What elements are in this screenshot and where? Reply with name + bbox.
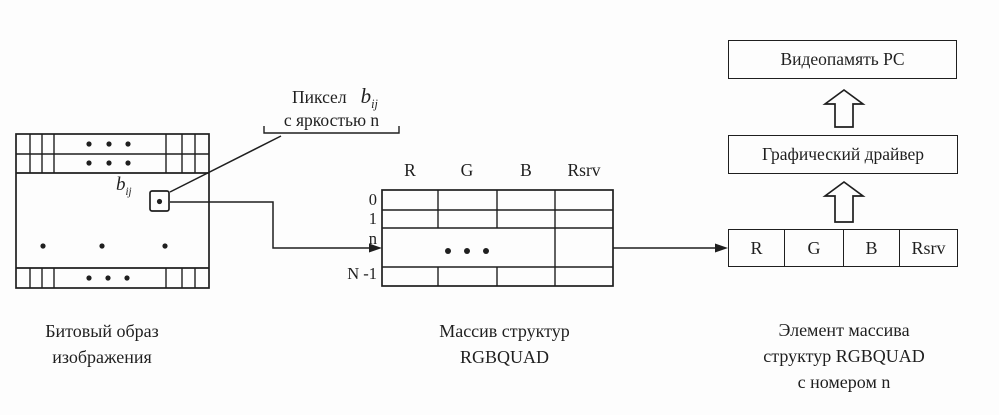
bitmap-ellipsis-dots bbox=[40, 141, 168, 281]
bitmap-caption: Битовый образ изображения bbox=[27, 318, 177, 370]
pixel-callout-prefix: Пиксел bbox=[292, 87, 347, 107]
graphics-driver-box: Графический драйвер bbox=[728, 135, 958, 174]
pixel-callout-line2: с яркостью n bbox=[283, 110, 380, 130]
up-block-arrow-2 bbox=[822, 180, 866, 223]
rgbquad-table-caption: Массив структур RGBQUAD bbox=[417, 318, 592, 370]
rgbquad-element-row: R G B Rsrv bbox=[728, 229, 958, 267]
callout-pointer-line bbox=[169, 135, 282, 193]
element-cell-b: B bbox=[844, 230, 900, 266]
video-memory-label: Видеопамять PC bbox=[780, 49, 905, 69]
pixel-cell bbox=[149, 190, 170, 212]
table-row-label-0: 0 bbox=[368, 190, 377, 209]
rgbquad-table-caption-line2: RGBQUAD bbox=[459, 347, 549, 367]
pixel-to-table-connector bbox=[170, 201, 382, 253]
element-row-caption-line3: с номером n bbox=[797, 372, 891, 392]
table-row-label-n1: N -1 bbox=[347, 264, 377, 283]
bitmap-caption-line1: Битовый образ bbox=[45, 321, 159, 341]
element-row-caption-line2: структур RGBQUAD bbox=[763, 346, 925, 366]
arrowhead bbox=[369, 243, 382, 253]
video-memory-box: Видеопамять PC bbox=[728, 40, 957, 79]
table-row-label-n: n bbox=[368, 229, 377, 248]
table-ellipsis-dots bbox=[445, 248, 489, 254]
graphics-driver-label: Графический драйвер bbox=[761, 144, 925, 164]
bitmap-pixel-variable: bij bbox=[116, 174, 132, 198]
table-col-header-g: G bbox=[460, 160, 474, 180]
element-row-caption: Элемент массива структур RGBQUAD с номер… bbox=[734, 317, 954, 395]
callout-bracket bbox=[263, 126, 400, 134]
rgbquad-table-caption-line1: Массив структур bbox=[439, 321, 570, 341]
element-row-caption-line1: Элемент массива bbox=[778, 320, 910, 340]
table-col-header-rsrv: Rsrv bbox=[567, 160, 601, 180]
pixel-callout-line1: Пиксел bij bbox=[292, 84, 378, 112]
bitmap-grid bbox=[15, 133, 210, 289]
element-cell-r: R bbox=[729, 230, 785, 266]
bitmap-cell-dividers bbox=[29, 134, 196, 288]
up-block-arrow-1 bbox=[822, 88, 866, 128]
bitmap-caption-line2: изображения bbox=[52, 347, 152, 367]
arrowhead bbox=[715, 243, 728, 253]
element-cell-g: G bbox=[785, 230, 844, 266]
table-col-header-b: B bbox=[520, 160, 532, 180]
table-col-header-r: R bbox=[404, 160, 416, 180]
rgbquad-table-grid bbox=[381, 189, 614, 287]
pixel-callout-variable: bij bbox=[360, 84, 378, 112]
table-to-element-connector bbox=[613, 243, 728, 253]
table-row-label-1: 1 bbox=[368, 209, 377, 228]
element-cell-rsrv: Rsrv bbox=[911, 237, 946, 258]
